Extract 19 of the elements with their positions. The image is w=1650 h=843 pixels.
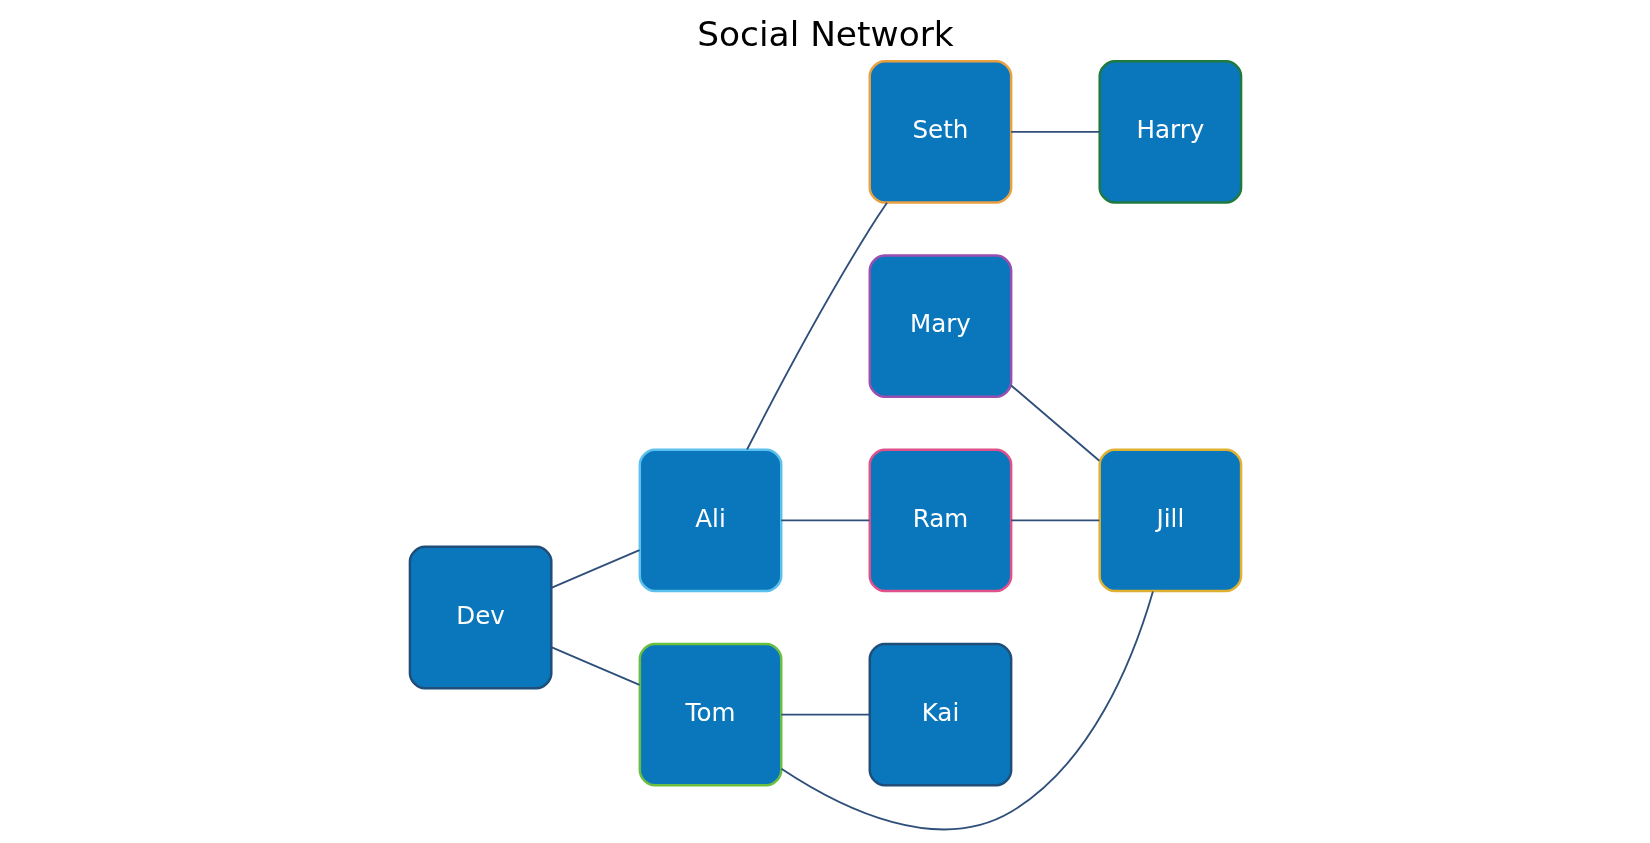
connector [745, 201, 888, 451]
connector [1009, 519, 1100, 522]
node-box: Mary [868, 254, 1012, 399]
node-box: Tom [638, 642, 782, 787]
connector [779, 713, 870, 716]
connector [779, 519, 870, 522]
connector [549, 549, 640, 589]
node-box: Ali [638, 448, 782, 593]
node-box: Jill [1097, 448, 1242, 593]
diagram-title: Social Network [696, 13, 954, 54]
connector [1009, 130, 1100, 133]
node-box: Kai [868, 642, 1012, 787]
node-box: Dev [408, 545, 553, 690]
node-box: Harry [1097, 59, 1242, 204]
connector [1009, 384, 1100, 462]
node-box: Ram [868, 448, 1012, 593]
connector [780, 590, 1154, 831]
connector [549, 646, 640, 686]
node-box: Seth [868, 59, 1012, 204]
